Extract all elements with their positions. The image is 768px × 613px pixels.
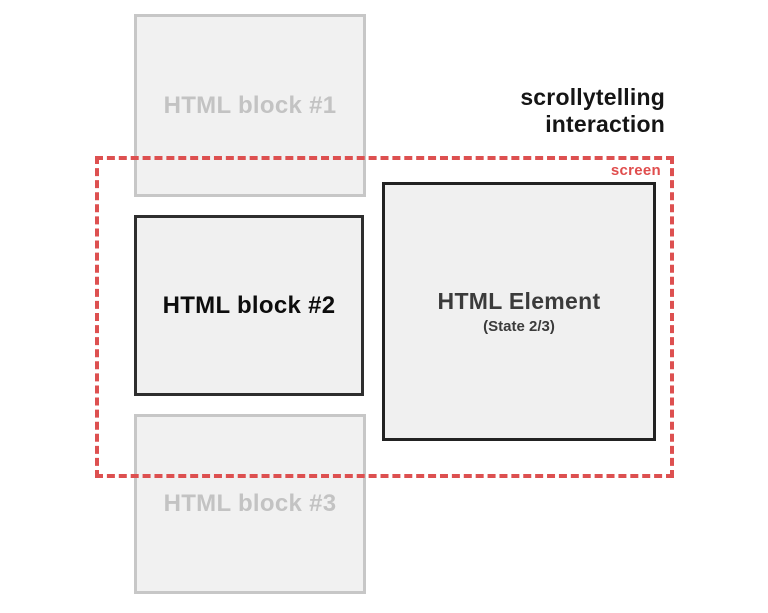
diagram-title-line1: scrollytelling [520,84,665,110]
html-element-state: (State 2/3) [483,318,555,335]
html-element-box: HTML Element (State 2/3) [382,182,656,441]
diagram-title: scrollytelling interaction [520,84,665,137]
html-block-3-label: HTML block #3 [163,490,337,517]
html-block-2-label: HTML block #2 [162,291,336,319]
diagram-title-line2: interaction [545,110,665,137]
screen-label: screen [610,162,661,179]
html-block-1: HTML block #1 [134,14,366,197]
html-block-1-label: HTML block #1 [163,91,337,119]
html-block-2: HTML block #2 [134,215,364,396]
html-element-title: HTML Element [437,288,601,314]
html-block-3: HTML block #3 [134,414,366,594]
